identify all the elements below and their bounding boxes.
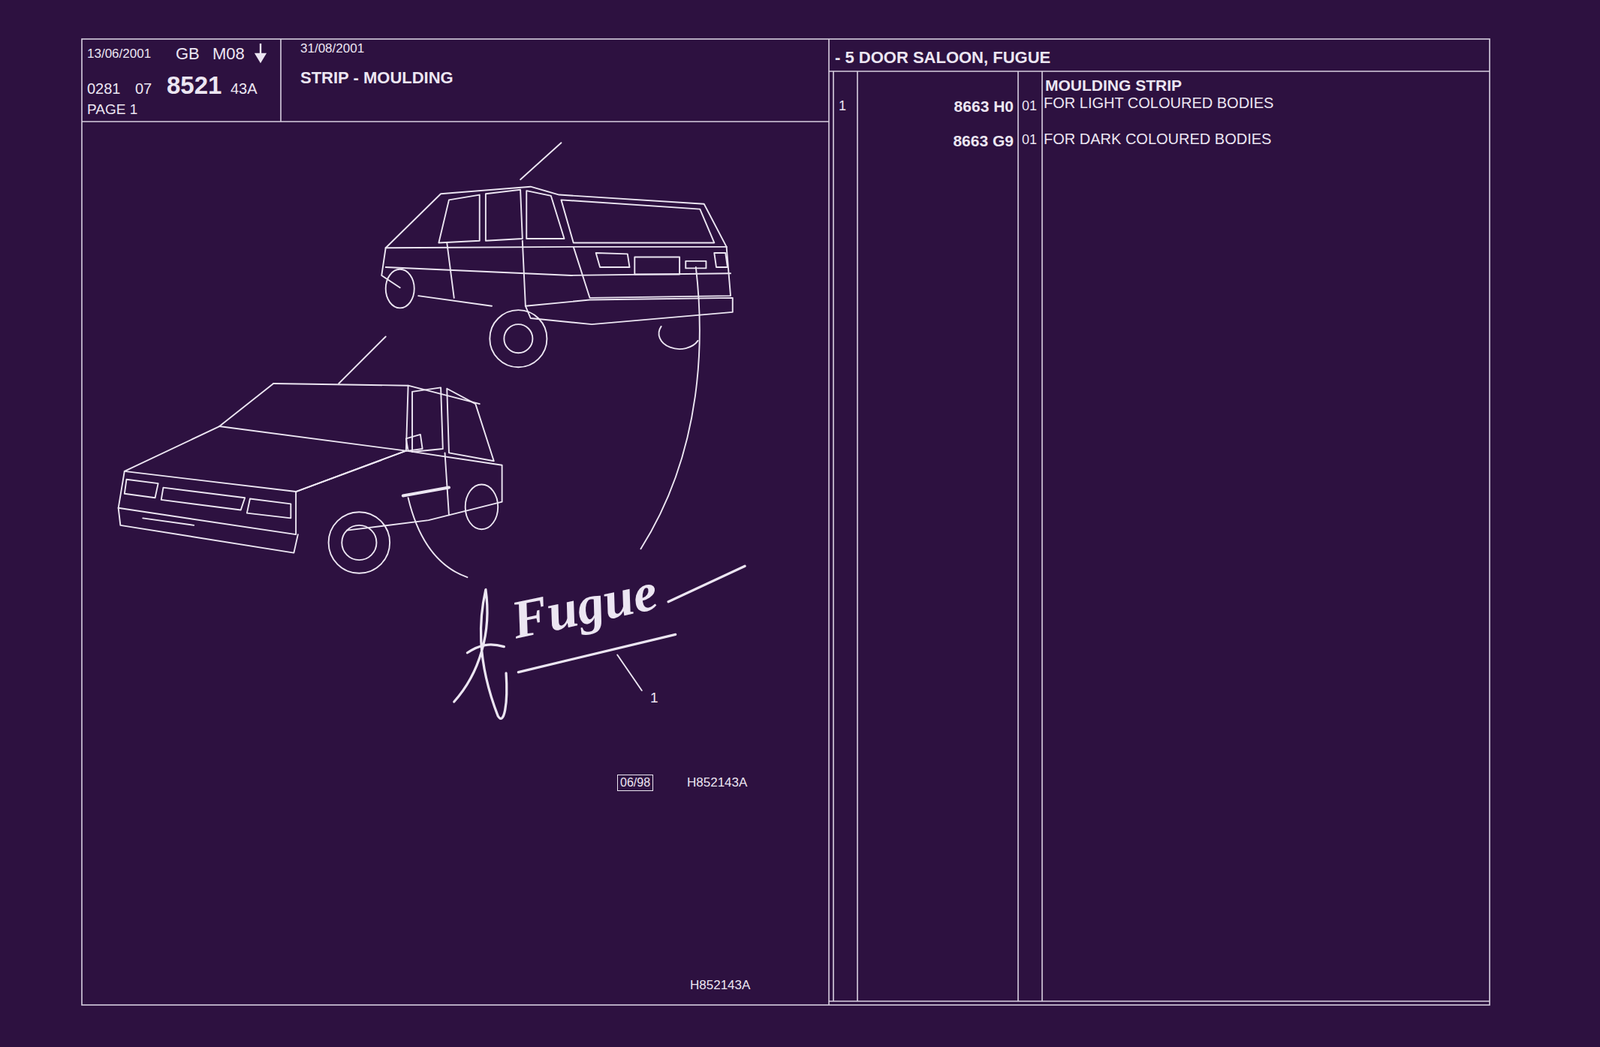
leader-lines xyxy=(338,142,700,691)
rear-view-car-part xyxy=(385,247,727,248)
front-view-car-part xyxy=(273,383,480,404)
model-heading: - 5 DOOR SALOON, FUGUE xyxy=(834,49,1051,67)
down-arrow xyxy=(256,43,266,62)
front-view-car-part xyxy=(219,426,407,452)
decal-flourish-part xyxy=(454,590,507,720)
quantity: 01 xyxy=(1021,99,1037,113)
rear-view-car-part xyxy=(489,310,547,368)
front-view-car xyxy=(118,383,503,574)
rear-view-car-part xyxy=(446,242,455,298)
front-view-car-part xyxy=(341,525,377,561)
front-view-car-part xyxy=(118,471,296,535)
leader-lines-part xyxy=(520,142,561,180)
rear-view-car-part xyxy=(560,199,715,243)
page-number: PAGE 1 xyxy=(87,102,138,117)
leader-lines-part xyxy=(408,497,468,578)
front-view-car-part xyxy=(247,499,291,519)
subgroup-code: 07 xyxy=(135,81,152,97)
page-grid-part xyxy=(828,70,1490,73)
rear-view-car-part xyxy=(659,326,699,350)
front-view-car-part xyxy=(142,518,194,526)
decal-flourish-part xyxy=(668,566,745,603)
rear-view-car-part xyxy=(438,195,480,244)
decal-lettering: Fugue xyxy=(506,563,663,648)
front-view-car-part xyxy=(161,488,245,511)
page-grid-part xyxy=(280,39,282,122)
plate-suffix: 43A xyxy=(230,81,258,97)
front-view-car-part xyxy=(446,388,495,462)
page-grid-part xyxy=(828,1000,1490,1003)
car-drawings xyxy=(118,142,745,719)
page-grid-part xyxy=(1017,71,1019,1002)
decal-flourish-part xyxy=(467,644,504,654)
front-view-car-part xyxy=(219,383,274,427)
quantity: 01 xyxy=(1021,132,1037,147)
date-stamp: 06/98 xyxy=(617,774,654,792)
part-name: MOULDING STRIP xyxy=(1045,77,1182,94)
rear-view-car-part xyxy=(526,190,564,239)
rear-view-car-part xyxy=(385,186,727,249)
rear-view-car xyxy=(381,186,733,368)
front-view-car-part xyxy=(124,479,159,498)
rear-view-car-part xyxy=(503,324,533,353)
front-view-car-part xyxy=(124,426,407,492)
plate-number: 8521 xyxy=(166,72,222,98)
front-view-car-part xyxy=(465,485,498,531)
model-code: M08 xyxy=(212,45,245,63)
leader-lines-part xyxy=(338,336,386,384)
rear-view-car-part xyxy=(385,269,415,309)
rear-view-car-part xyxy=(485,189,523,242)
drawing-reference: H852143A xyxy=(690,979,751,992)
down-arrow-part xyxy=(256,54,266,62)
rear-view-car-part xyxy=(525,298,733,325)
part-note: FOR DARK COLOURED BODIES xyxy=(1043,131,1272,147)
page-grid-part xyxy=(828,39,830,1006)
front-view-car-part xyxy=(403,488,449,497)
group-code: 0281 xyxy=(87,81,121,97)
front-view-car-part xyxy=(328,512,391,574)
front-view-car-part xyxy=(445,452,449,516)
update-date: 31/08/2001 xyxy=(300,42,365,55)
page-grid xyxy=(81,39,1490,1006)
item-number: 1 xyxy=(838,99,847,113)
language-code: GB xyxy=(175,45,200,63)
front-view-car-part xyxy=(412,387,443,452)
page-grid-part xyxy=(1041,71,1043,1002)
page-grid-part xyxy=(81,120,829,123)
front-view-car-part xyxy=(295,451,503,531)
front-view-car-part xyxy=(406,434,423,452)
page-grid-part xyxy=(81,39,1490,1006)
leader-lines-part xyxy=(617,654,642,691)
front-view-car-part xyxy=(118,508,299,554)
rear-view-car-part xyxy=(634,256,680,275)
page-title: STRIP - MOULDING xyxy=(300,69,454,87)
part-note: FOR LIGHT COLOURED BODIES xyxy=(1043,95,1274,111)
leader-lines-part xyxy=(640,267,700,549)
drawing-reference: H852143A xyxy=(687,776,748,790)
part-number: 8663 H0 xyxy=(954,98,1014,115)
issue-date: 13/06/2001 xyxy=(87,47,151,61)
page-grid-part xyxy=(832,71,835,1002)
page-grid-part xyxy=(856,71,859,1002)
rear-view-car-part xyxy=(522,241,526,307)
rear-view-car-part xyxy=(385,267,731,276)
rear-view-car-part xyxy=(714,253,728,268)
part-number: 8663 G9 xyxy=(952,132,1014,149)
rear-view-car-part xyxy=(418,295,492,307)
rear-view-car-part xyxy=(573,247,731,299)
rear-view-car-part xyxy=(596,253,630,268)
callout-number: 1 xyxy=(650,690,659,706)
